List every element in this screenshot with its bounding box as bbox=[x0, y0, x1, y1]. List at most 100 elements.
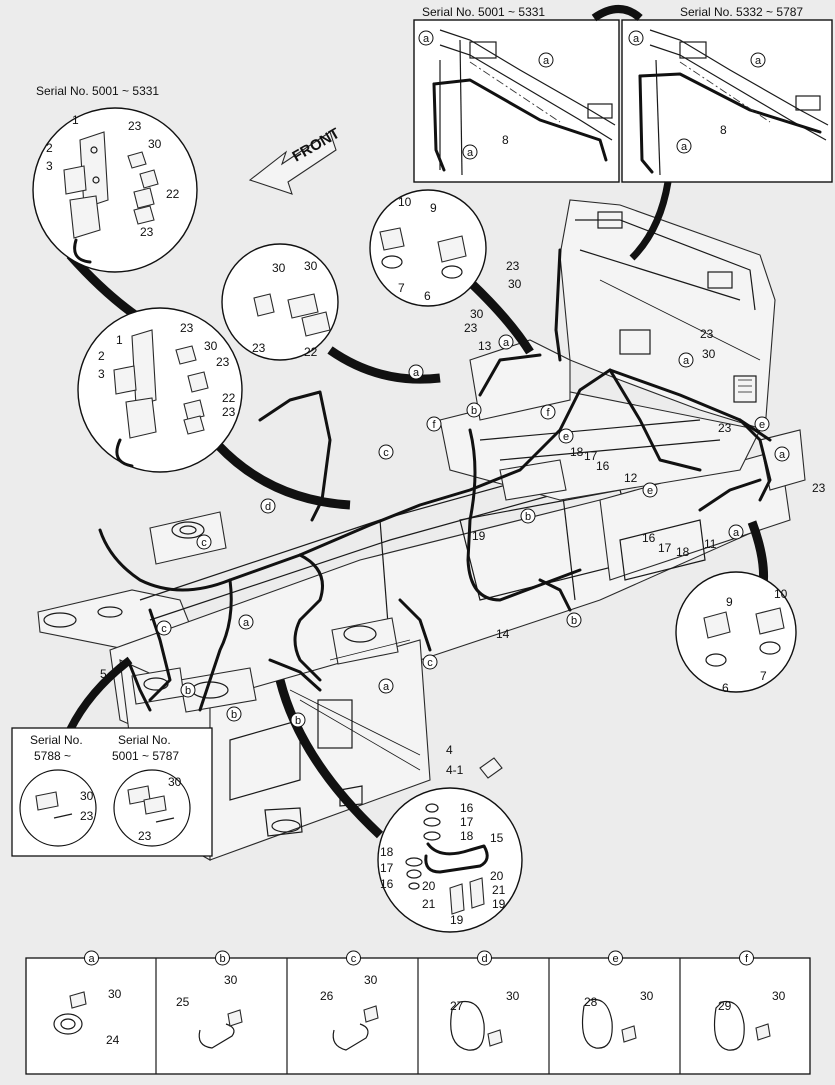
part-number-30: 30 bbox=[148, 137, 162, 151]
clamp-marker-letter: a bbox=[413, 367, 420, 379]
clamp-marker-letter: a bbox=[683, 355, 690, 367]
part-number-30: 30 bbox=[80, 789, 94, 803]
clamp-marker-f bbox=[540, 404, 556, 420]
clamp-marker-letter: b bbox=[571, 615, 577, 627]
clamp-marker-letter: a bbox=[779, 449, 786, 461]
part-number-10: 10 bbox=[398, 195, 412, 209]
part-number-17: 17 bbox=[658, 541, 672, 555]
part-number-19: 19 bbox=[450, 913, 464, 927]
legend-bolt-number: 30 bbox=[364, 973, 378, 987]
part-number-23: 23 bbox=[140, 225, 154, 239]
part-number-30: 30 bbox=[272, 261, 286, 275]
legend-letter: a bbox=[88, 953, 95, 965]
clamp-marker-b bbox=[466, 402, 482, 418]
clamp-marker-letter: e bbox=[759, 419, 765, 431]
legend-letter-marker bbox=[84, 950, 99, 966]
part-number-23: 23 bbox=[80, 809, 94, 823]
part-number-4-1: 4-1 bbox=[446, 763, 464, 777]
part-number-23: 23 bbox=[718, 421, 732, 435]
clamp-marker-a bbox=[378, 678, 394, 694]
part-number-23: 23 bbox=[700, 327, 714, 341]
inset-circle-relay-mid bbox=[77, 307, 351, 510]
part-number-18: 18 bbox=[460, 829, 474, 843]
clamp-marker-b bbox=[180, 682, 196, 698]
clamp-marker-letter: c bbox=[427, 657, 433, 669]
part-number-11: 11 bbox=[704, 537, 717, 551]
legend-letter-marker bbox=[346, 950, 361, 966]
part-number-22: 22 bbox=[304, 345, 318, 359]
part-number-20: 20 bbox=[490, 869, 504, 883]
clamp-marker-letter: a bbox=[467, 147, 474, 159]
part-number-18: 18 bbox=[676, 545, 690, 559]
clamp-marker-a bbox=[408, 364, 424, 380]
clamp-marker-b bbox=[290, 712, 306, 728]
part-number-23: 23 bbox=[222, 405, 236, 419]
clamp-marker-a bbox=[498, 334, 514, 350]
legend-bolt-number: 30 bbox=[772, 989, 786, 1003]
clamp-marker-a bbox=[538, 52, 554, 68]
part-number-14: 14 bbox=[496, 627, 510, 641]
legend-part-number: 25 bbox=[176, 995, 190, 1009]
clamp-marker-c bbox=[378, 444, 394, 460]
part-number-15: 15 bbox=[490, 831, 504, 845]
part-number-7: 7 bbox=[398, 281, 405, 295]
legend-part-number: 24 bbox=[106, 1033, 120, 1047]
clamp-marker-letter: e bbox=[563, 431, 569, 443]
inset-circle-relay-top bbox=[32, 107, 198, 329]
inset-circle-sensors-right bbox=[675, 520, 797, 693]
part-number-13: 13 bbox=[478, 339, 492, 353]
serial-label-bottom-b2: 5001 ~ 5787 bbox=[112, 749, 179, 763]
legend-part-number: 27 bbox=[450, 999, 464, 1013]
part-number-23: 23 bbox=[812, 481, 826, 495]
part-number-7: 7 bbox=[760, 669, 767, 683]
serial-label-box-right: Serial No. 5332 ~ 5787 bbox=[680, 5, 803, 19]
part-number-18: 18 bbox=[570, 445, 584, 459]
clamp-marker-letter: a bbox=[243, 617, 250, 629]
part-number-23: 23 bbox=[180, 321, 194, 335]
part-number-9: 9 bbox=[726, 595, 733, 609]
clamp-marker-letter: a bbox=[503, 337, 510, 349]
legend-letter: d bbox=[481, 953, 487, 965]
clamp-marker-b bbox=[226, 706, 242, 722]
clamp-marker-a bbox=[628, 30, 644, 46]
clamp-marker-b bbox=[520, 508, 536, 524]
legend-part-number: 29 bbox=[718, 999, 732, 1013]
clamp-marker-letter: b bbox=[471, 405, 477, 417]
clamp-marker-letter: a bbox=[733, 527, 740, 539]
clamp-marker-letter: d bbox=[265, 501, 271, 513]
clamp-marker-a bbox=[462, 144, 478, 160]
clamp-marker-letter: a bbox=[755, 55, 762, 67]
inset-top-right-box bbox=[621, 19, 833, 183]
clamp-marker-letter: a bbox=[383, 681, 390, 693]
clamp-marker-letter: a bbox=[543, 55, 550, 67]
clamp-marker-e bbox=[642, 482, 658, 498]
clamp-marker-letter: b bbox=[525, 511, 531, 523]
clamp-marker-letter: c bbox=[161, 623, 167, 635]
legend-letter: f bbox=[745, 953, 749, 965]
legend-letter: b bbox=[219, 953, 225, 965]
clamp-marker-letter: c bbox=[383, 447, 389, 459]
inset-circle-clamps bbox=[221, 243, 441, 384]
part-number-3: 3 bbox=[46, 159, 53, 173]
part-number-30: 30 bbox=[168, 775, 182, 789]
clamp-marker-e bbox=[558, 428, 574, 444]
part-number-5: 5 bbox=[100, 667, 107, 681]
part-number-23: 23 bbox=[216, 355, 230, 369]
clamp-marker-a bbox=[750, 52, 766, 68]
part-number-3: 3 bbox=[98, 367, 105, 381]
part-number-16: 16 bbox=[596, 459, 610, 473]
part-number-30: 30 bbox=[470, 307, 484, 321]
part-number-23: 23 bbox=[464, 321, 478, 335]
part-number-21: 21 bbox=[422, 897, 436, 911]
part-number-23: 23 bbox=[138, 829, 152, 843]
clamp-marker-letter: f bbox=[546, 407, 550, 419]
part-number-22: 22 bbox=[166, 187, 180, 201]
legend-part-number: 26 bbox=[320, 989, 334, 1003]
clamp-marker-c bbox=[196, 534, 212, 550]
label-layer: Serial No. 5001 ~ 5331 Serial No. 5001 ~… bbox=[30, 5, 803, 763]
clamp-marker-letter: a bbox=[633, 33, 640, 45]
legend-letter-marker bbox=[608, 950, 623, 966]
part-number-1: 1 bbox=[72, 113, 79, 127]
